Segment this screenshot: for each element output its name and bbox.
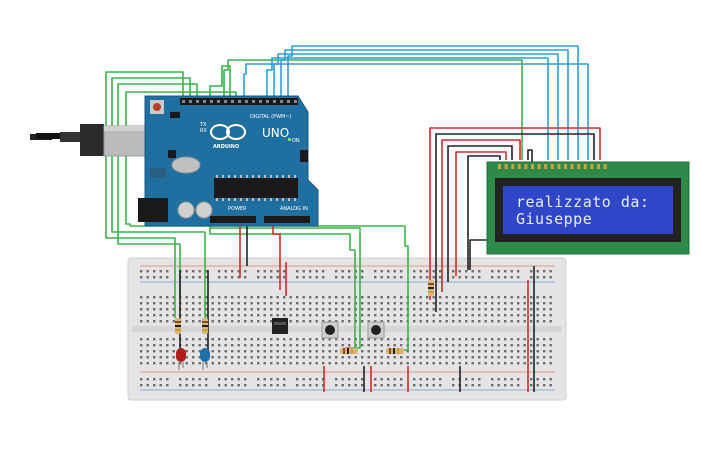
wire-blue <box>273 53 559 160</box>
wire-green <box>209 228 356 348</box>
usb-cable-icon[interactable] <box>30 124 151 157</box>
resistor[interactable] <box>340 348 358 354</box>
breadboard[interactable] <box>127 257 567 401</box>
wire-green <box>125 91 409 351</box>
wire-green <box>223 59 523 160</box>
arduino-board[interactable]: DIGITAL (PWM~) UNO ARDUINO ON TX RX POWE… <box>138 95 319 227</box>
wire-black <box>467 155 501 270</box>
on-label: ON <box>292 138 300 144</box>
microcontroller-chip <box>214 178 298 198</box>
rx-label: RX <box>200 128 207 134</box>
lcd-pins <box>498 164 607 169</box>
lcd-line-2: Giuseppe <box>516 210 592 228</box>
brand-label: ARDUINO <box>213 144 239 150</box>
arduino-logo <box>210 124 246 140</box>
resistor[interactable] <box>428 280 434 296</box>
wire-black <box>435 133 595 312</box>
wire-red <box>441 139 521 292</box>
lcd-line-1: realizzato da: <box>516 193 649 211</box>
resistor[interactable] <box>202 318 208 334</box>
breadboard-holes <box>140 270 552 387</box>
wire-green <box>117 83 198 300</box>
model-label: UNO <box>262 126 289 140</box>
pushbutton-left[interactable] <box>321 321 339 339</box>
lcd-screen <box>503 186 673 234</box>
wire-blue <box>243 63 589 160</box>
pushbutton-right[interactable] <box>367 321 385 339</box>
led-red[interactable] <box>176 348 186 370</box>
wire-red <box>272 222 281 290</box>
wire-black <box>447 145 513 282</box>
led-blue[interactable] <box>200 348 210 370</box>
temperature-sensor[interactable] <box>272 318 288 334</box>
analog-header-label: ANALOG IN <box>280 206 308 212</box>
chip-pins <box>216 175 296 201</box>
power-header-label: POWER <box>228 206 247 212</box>
digital-pins <box>182 100 297 103</box>
lcd-display[interactable]: realizzato da: Giuseppe <box>486 161 690 255</box>
power-header <box>210 216 256 223</box>
digital-header-label: DIGITAL (PWM~) <box>250 114 292 120</box>
wire-blue <box>287 45 579 160</box>
wire-blue <box>280 49 569 160</box>
wire-red <box>455 151 507 276</box>
wire-blue <box>266 57 549 160</box>
resistor[interactable] <box>386 348 404 354</box>
tx-label: TX <box>199 122 207 128</box>
wire-red <box>429 127 601 300</box>
resistor[interactable] <box>175 318 181 334</box>
wire-green <box>209 65 361 349</box>
analog-header <box>264 216 310 223</box>
power-jack <box>138 198 168 222</box>
wires <box>105 45 601 392</box>
